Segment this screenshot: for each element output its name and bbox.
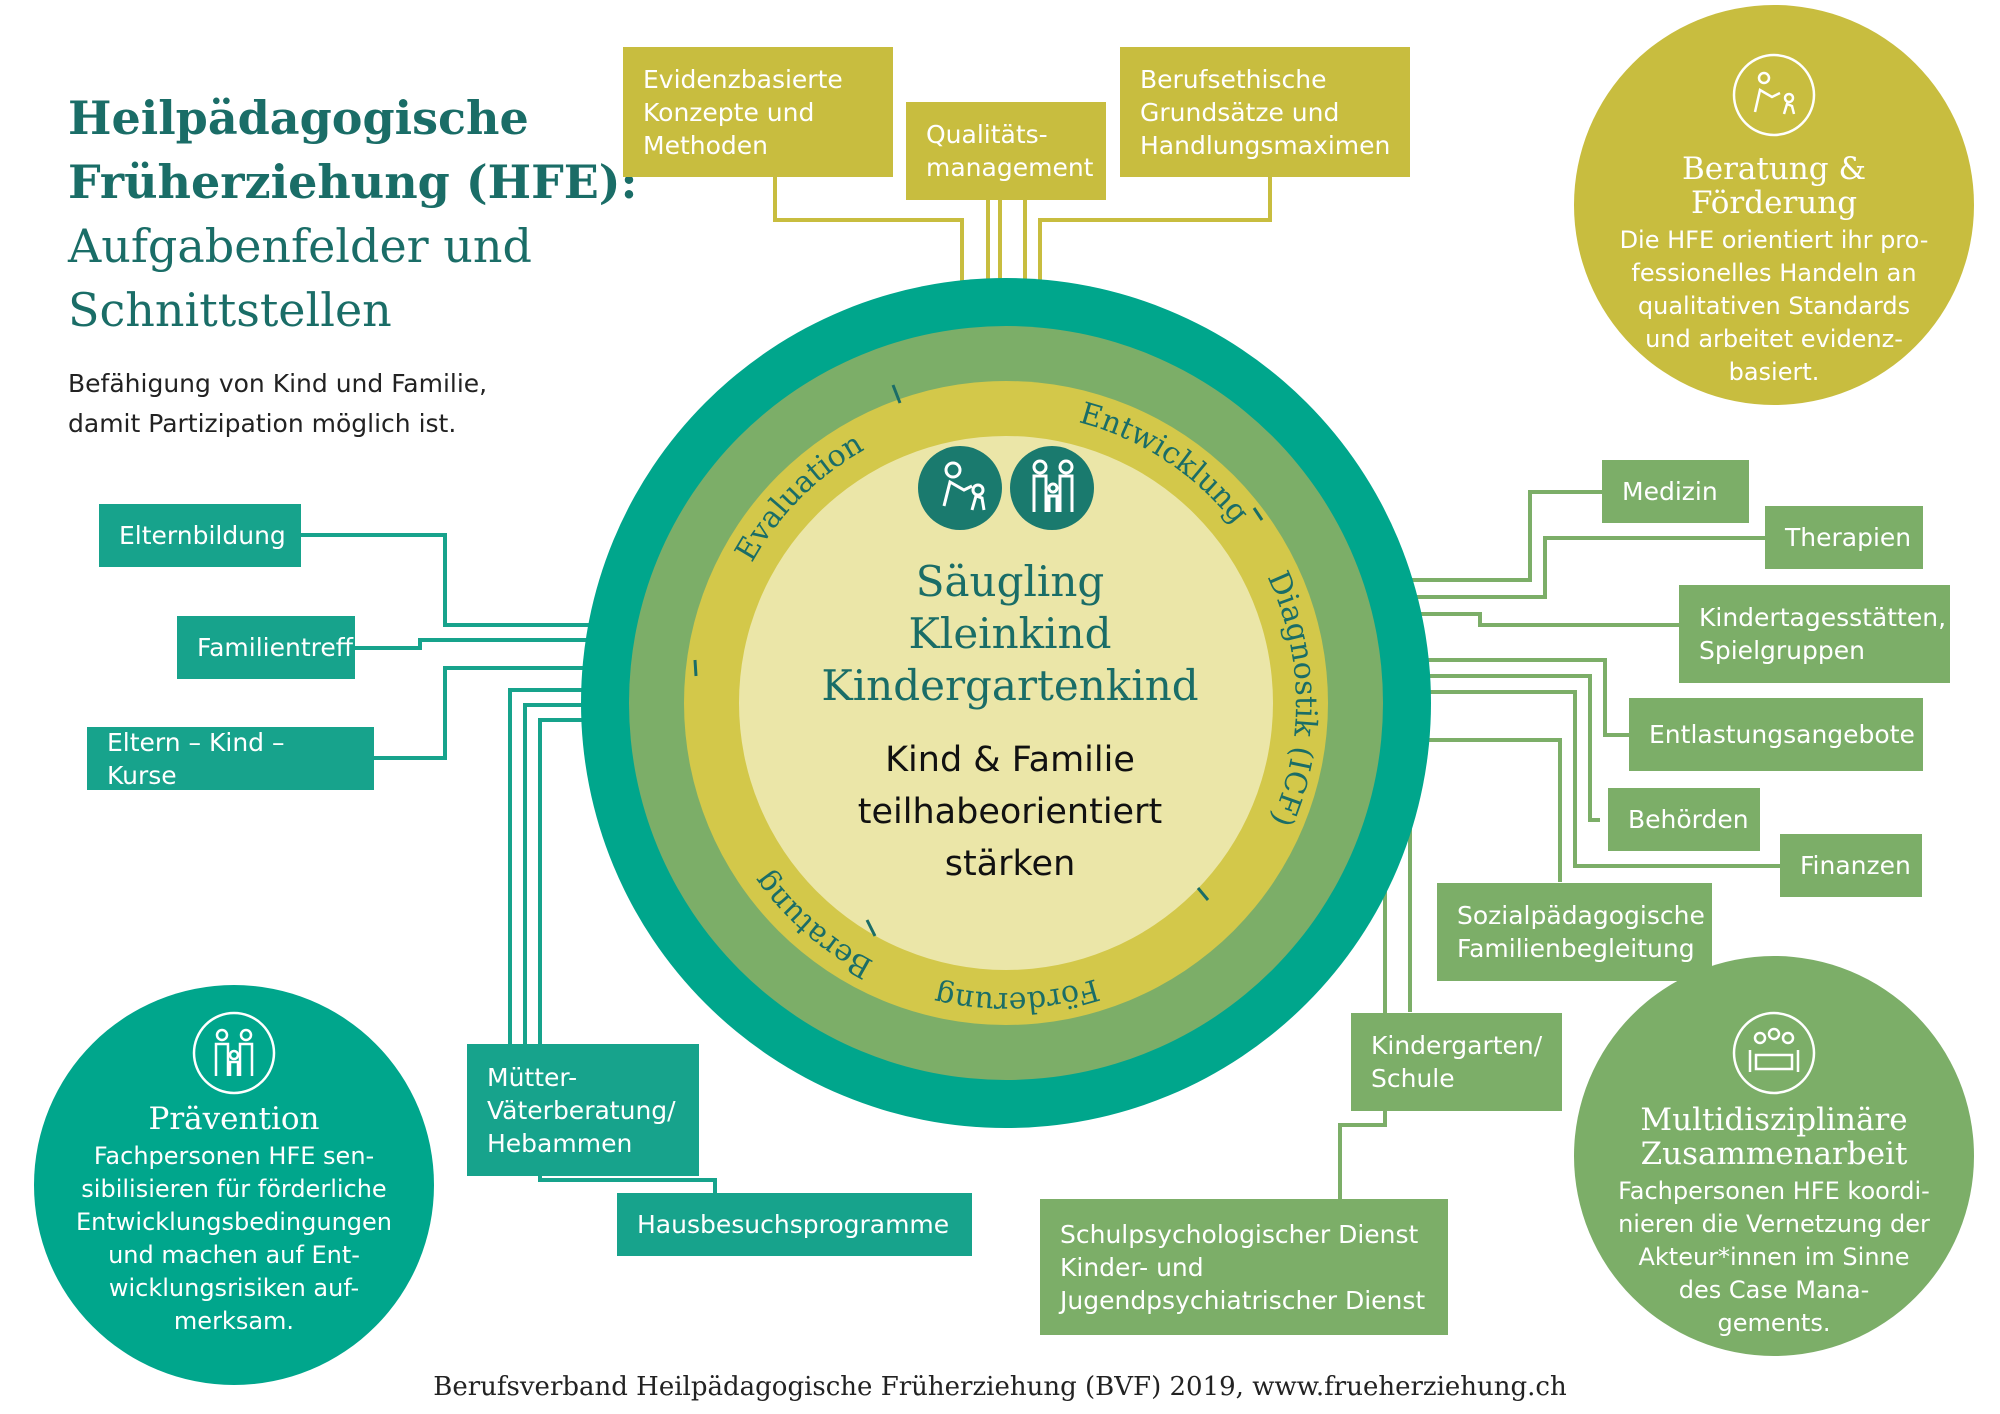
box-medizin: Medizin <box>1602 460 1749 523</box>
meeting-icon <box>1732 1011 1816 1095</box>
page-title: Heilpädagogische Früherziehung (HFE): Au… <box>68 91 638 337</box>
box-kindergarten-schule: Kindergarten/Schule <box>1351 1013 1562 1111</box>
box-eltern-kind-kurse: Eltern – Kind – Kurse <box>87 727 374 790</box>
page-subtitle: Befähigung von Kind und Familie, damit P… <box>68 369 488 438</box>
box-kindertagesstaetten: Kindertagesstätten,Spielgruppen <box>1679 585 1950 683</box>
family-icon <box>192 1011 276 1095</box>
box-entlastungsangebote: Entlastungsangebote <box>1629 698 1923 771</box>
ring-separators <box>693 384 1264 937</box>
footer-credit: Berufsverband Heilpädagogische Früherzie… <box>433 1372 1567 1402</box>
center-goal: Kind & Familie teilhabeorientiert stärke… <box>857 740 1163 884</box>
center-age-groups: Säugling Kleinkind Kindergartenkind <box>821 557 1199 710</box>
box-finanzen: Finanzen <box>1780 834 1922 897</box>
parent-child-icon <box>918 446 1002 530</box>
box-muetter-vaeterberatung: Mütter-Väterberatung/Hebammen <box>467 1044 699 1176</box>
beratung-foerderung-text: Beratung & Förderung Die HFE orientiert … <box>1619 151 1929 386</box>
box-behoerden: Behörden <box>1608 788 1760 851</box>
main-circle <box>581 278 1431 1128</box>
left-connectors <box>300 533 717 1195</box>
family-icon <box>1010 446 1094 530</box>
box-hausbesuchsprogramme: Hausbesuchsprogramme <box>617 1193 972 1256</box>
box-qualitaetsmanagement: Qualitäts-management <box>906 102 1106 200</box>
circle-praevention <box>34 985 434 1385</box>
box-familientreff: Familientreff <box>177 616 355 679</box>
circle-beratung-foerderung <box>1574 5 1974 405</box>
multidisziplinaer-text: Multidisziplinäre Zusammenarbeit Fachper… <box>1618 1102 1930 1337</box>
box-elternbildung: Elternbildung <box>99 504 301 567</box>
box-therapien: Therapien <box>1765 506 1923 569</box>
right-connectors <box>1338 490 1780 1200</box>
praevention-text: Prävention Fachpersonen HFE sen- sibilis… <box>76 1101 392 1335</box>
parent-child-icon <box>1732 53 1816 137</box>
circle-multidisziplinaer <box>1574 956 1974 1356</box>
